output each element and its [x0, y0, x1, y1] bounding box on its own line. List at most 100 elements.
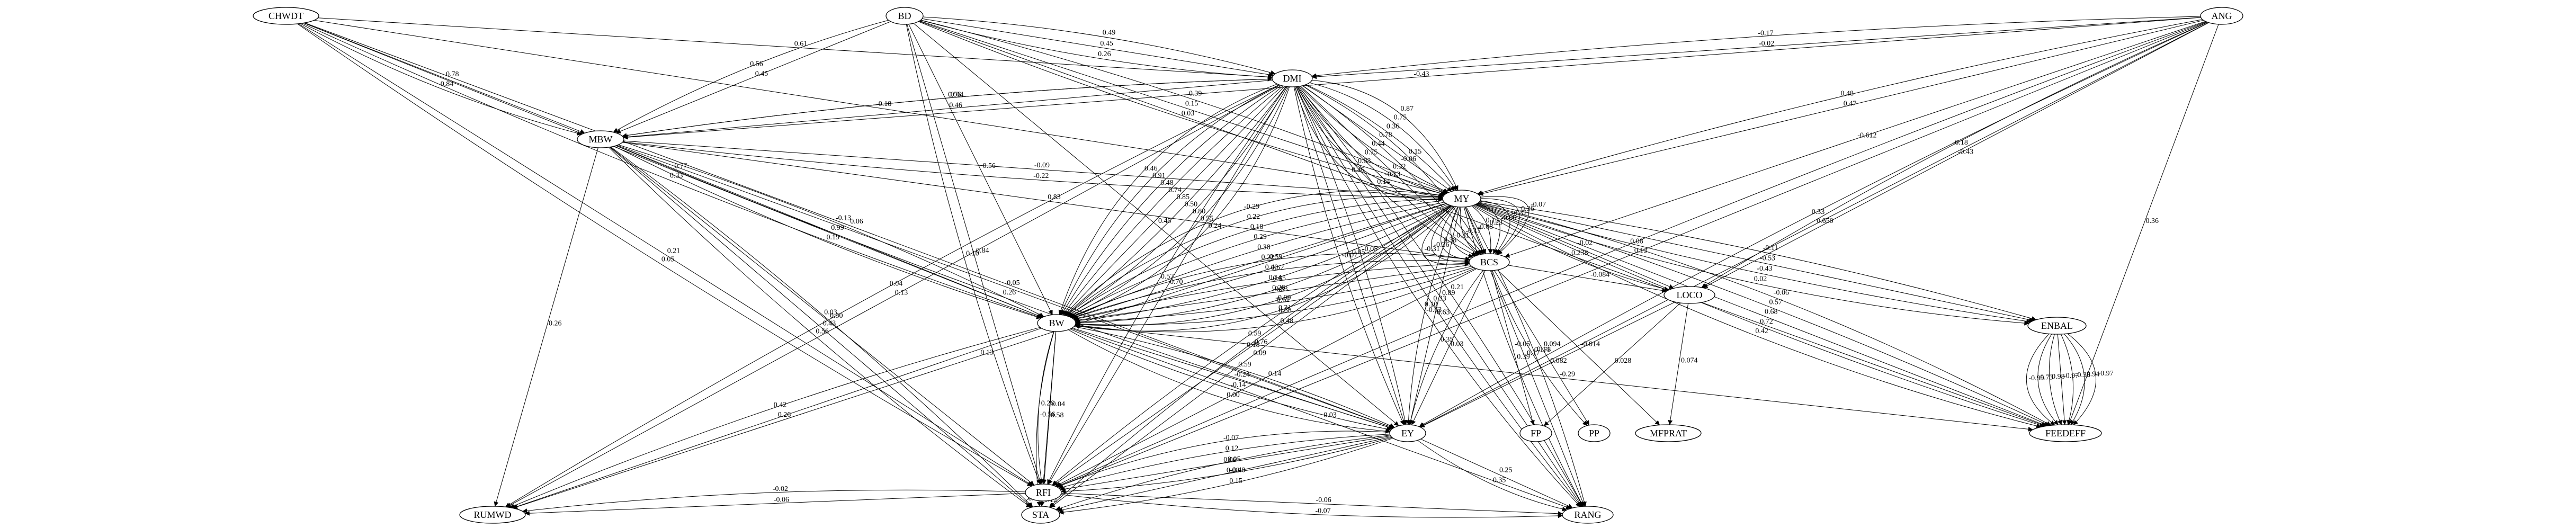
edge-weight-label: -0.38	[2075, 371, 2090, 379]
edge-ang-feedeff	[2068, 24, 2219, 425]
edge-bcs-pp	[1492, 270, 1588, 426]
edge-weight-label: 0.14	[1537, 345, 1550, 353]
edge-dmi-bw	[1061, 85, 1282, 315]
edge-weight-label: 0.38	[1444, 236, 1457, 244]
node-ellipse	[2200, 7, 2243, 25]
edge-weight-label: 0.12	[1226, 445, 1239, 453]
edge-weight-label: 0.85	[1273, 274, 1286, 282]
node-sta: STA	[1021, 506, 1060, 524]
edge-my-rfi	[1053, 205, 1452, 486]
edge-weight-label: 0.98	[2052, 373, 2065, 381]
edge-weight-label: 0.13	[1634, 247, 1648, 255]
edge-bw-ey	[1070, 328, 1392, 432]
edge-weight-label: -0.05	[1362, 245, 1378, 253]
edge-my-bcs	[1480, 196, 1529, 255]
node-ellipse	[253, 7, 319, 25]
edge-weight-label: 0.14	[1268, 370, 1282, 378]
edge-my-enbal	[1480, 201, 2037, 321]
node-bd: BD	[885, 7, 924, 25]
node-ellipse	[1519, 424, 1552, 442]
node-enbal: ENBAL	[2027, 317, 2087, 335]
edge-ang-dmi	[1312, 17, 2201, 79]
edge-ang-my	[1477, 19, 2203, 195]
edge-my-loco	[1475, 204, 1674, 289]
edge-weight-label: 0.61	[1277, 296, 1290, 304]
edge-mbw-bw	[614, 146, 1041, 319]
edge-my-enbal	[1479, 202, 2034, 323]
edge-weight-label: -0.612	[1857, 132, 1876, 140]
edge-bcs-bw	[1073, 263, 1470, 320]
edge-dmi-bcs	[1300, 86, 1481, 255]
node-label: RANG	[1574, 509, 1601, 520]
edge-weight-label: 0.173	[1534, 346, 1551, 354]
edge-weight-label: -0.14	[1230, 381, 1246, 389]
edge-weight-label: -0.53	[1760, 254, 1775, 262]
edge-weight-label: -0.07	[1342, 252, 1357, 259]
node-pp: PP	[1578, 424, 1611, 442]
edge-dmi-my	[1294, 86, 1443, 202]
edge-weight-label: 0.03	[1182, 110, 1195, 118]
edge-dmi-rang	[1296, 86, 1582, 507]
edge-ey-rang	[1420, 438, 1573, 508]
edge-my-ey	[1406, 207, 1459, 425]
edge-bw-sta	[1036, 331, 1054, 507]
edge-dmi-my	[1305, 84, 1455, 191]
edge-dmi-my	[1297, 86, 1446, 196]
edge-weight-label: -0.13	[836, 214, 851, 222]
edge-chwdt-rfi	[298, 23, 1033, 486]
edge-weight-label: 0.59	[1269, 253, 1283, 261]
edge-weight-label: -0.31	[1454, 232, 1470, 240]
edge-weight-label: 0.03	[1323, 411, 1337, 419]
edge-mbw-my	[623, 140, 1443, 200]
edge-weight-label: -0.06	[1774, 289, 1789, 297]
node-dmi: DMI	[1272, 69, 1313, 87]
edge-my-sta	[1050, 205, 1453, 508]
node-rfi: RFI	[1025, 484, 1062, 502]
edge-my-bw	[1075, 204, 1450, 323]
edge-my-bcs	[1460, 207, 1480, 255]
edge-weight-label: -0.43	[1414, 70, 1429, 78]
edge-weight-label: 0.14	[1269, 274, 1282, 282]
edge-weight-label: 0.08	[1630, 237, 1643, 245]
edge-ey-rfi	[1061, 437, 1392, 494]
edge-loco-fp	[1543, 302, 1681, 426]
edge-weight-label: -0.07	[1223, 434, 1239, 442]
node-ellipse	[1025, 484, 1062, 502]
edge-enbal-feedeff	[2049, 334, 2062, 425]
node-ellipse	[885, 7, 924, 25]
edge-weight-label: -0.29	[1560, 370, 1575, 378]
edge-weight-label: 0.45	[755, 70, 768, 78]
edge-weight-label: -0.17	[1465, 227, 1481, 235]
edge-weight-label: 0.45	[1100, 40, 1113, 48]
edge-weight-label: 0.72	[1760, 318, 1773, 326]
edge-dmi-ey	[1295, 86, 1408, 425]
edge-weight-label: 0.85	[1177, 193, 1190, 201]
edge-dmi-bw	[1058, 84, 1277, 315]
edge-weight-label: 0.80	[1193, 208, 1206, 216]
edge-my-bcs	[1471, 205, 1493, 254]
node-chwdt: CHWDT	[253, 7, 319, 25]
edge-weight-label: 0.83	[1275, 285, 1288, 293]
edge-weight-label: -0.09	[1034, 162, 1050, 169]
edge-bd-rfi	[906, 24, 1041, 485]
edge-dmi-bcs	[1302, 85, 1483, 255]
edge-weight-label: -0.08	[1478, 223, 1493, 231]
node-fp: FP	[1519, 424, 1552, 442]
edge-ey-rang	[1417, 440, 1567, 512]
node-ellipse	[1562, 506, 1614, 524]
edge-weight-label: 0.50	[830, 312, 843, 320]
edge-weight-label: 0.18	[879, 100, 892, 108]
edge-weight-label: -0.43	[1757, 265, 1772, 273]
edge-my-bw	[1067, 199, 1443, 317]
edge-my-rang	[1464, 207, 1585, 507]
edge-weight-label: 0.31	[1278, 304, 1292, 312]
node-label: DMI	[1283, 73, 1302, 84]
edge-weight-label: -0.02	[1577, 239, 1593, 247]
node-label: BCS	[1480, 257, 1498, 267]
edge-weight-label: 0.44	[1372, 140, 1385, 148]
edge-my-bw	[1075, 205, 1451, 325]
node-rang: RANG	[1562, 506, 1614, 524]
node-label: CHWDT	[269, 11, 303, 21]
edge-weight-label: -0.31	[1425, 245, 1440, 253]
